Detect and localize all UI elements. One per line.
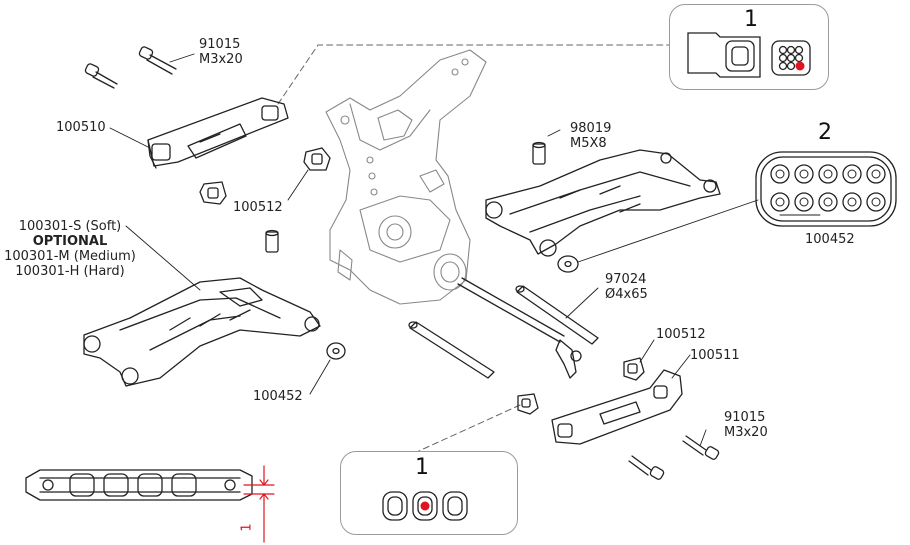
- inset-top-number: 1: [744, 7, 758, 32]
- label-98019: 98019 M5X8: [570, 121, 611, 151]
- mount-side-view: [25, 469, 253, 501]
- screw-91015-bottom: [628, 435, 720, 480]
- inset-bottom-drawing: [382, 491, 468, 521]
- label-97024: 97024 Ø4x65: [605, 272, 648, 302]
- label-91015-top: 91015 M3x20: [199, 37, 243, 67]
- label-100452-left: 100452: [253, 389, 303, 404]
- part-98019-setscrew: [532, 141, 546, 165]
- part-code: 97024: [605, 272, 647, 287]
- dimension-marker: [243, 465, 275, 543]
- part-code: 91015: [724, 410, 766, 425]
- part-size: M3x20: [199, 52, 243, 67]
- part-code: 91015: [199, 37, 241, 52]
- dimension-value: 1: [239, 523, 255, 532]
- label-100452-right: 100452: [805, 232, 855, 247]
- inset-bushing-position-top: 1: [669, 4, 829, 90]
- part-size: Ø4x65: [605, 287, 648, 302]
- drive-shaft: [457, 277, 582, 379]
- label-100301: 100301-S (Soft) OPTIONAL 100301-M (Mediu…: [0, 219, 140, 279]
- part-code: 98019: [570, 121, 612, 136]
- part-100512-right: [517, 357, 645, 415]
- part-soft: 100301-S (Soft): [18, 219, 122, 234]
- part-hard: 100301-H (Hard): [15, 264, 125, 279]
- part-100512-left: [199, 147, 331, 253]
- label-100511: 100511: [690, 348, 740, 363]
- inset-right-number: 2: [818, 120, 832, 145]
- part-medium: 100301-M (Medium): [4, 249, 136, 264]
- label-100510: 100510: [56, 120, 106, 135]
- label-91015-bottom: 91015 M3x20: [724, 410, 768, 440]
- label-100512-right: 100512: [656, 327, 706, 342]
- part-size: M5X8: [570, 136, 607, 151]
- selected-position-dot: [795, 61, 805, 71]
- inset-bottom-number: 1: [415, 455, 429, 480]
- part-100452-left-washer: [326, 342, 346, 360]
- screw-91015-top: [84, 46, 177, 89]
- part-97024-pins: [408, 285, 599, 379]
- part-size: M3x20: [724, 425, 768, 440]
- part-100510: [147, 97, 289, 169]
- connector-lines: [277, 44, 671, 456]
- right-suspension-arm: [485, 149, 721, 257]
- part-100511: [551, 369, 683, 445]
- leader-lines: [109, 53, 821, 447]
- inset-right-drawing: [755, 151, 897, 227]
- inset-washer-positions: [752, 150, 900, 228]
- selected-position-dot: [420, 501, 430, 511]
- gearbox-shock-tower: [325, 49, 487, 305]
- part-100452-right-washer: [557, 255, 579, 273]
- inset-bushing-position-bottom: 1: [340, 451, 518, 535]
- part-100301-arm: [83, 277, 321, 387]
- label-100512-left: 100512: [233, 200, 283, 215]
- inset-top-drawing: [687, 32, 811, 78]
- optional-label: OPTIONAL: [32, 234, 108, 249]
